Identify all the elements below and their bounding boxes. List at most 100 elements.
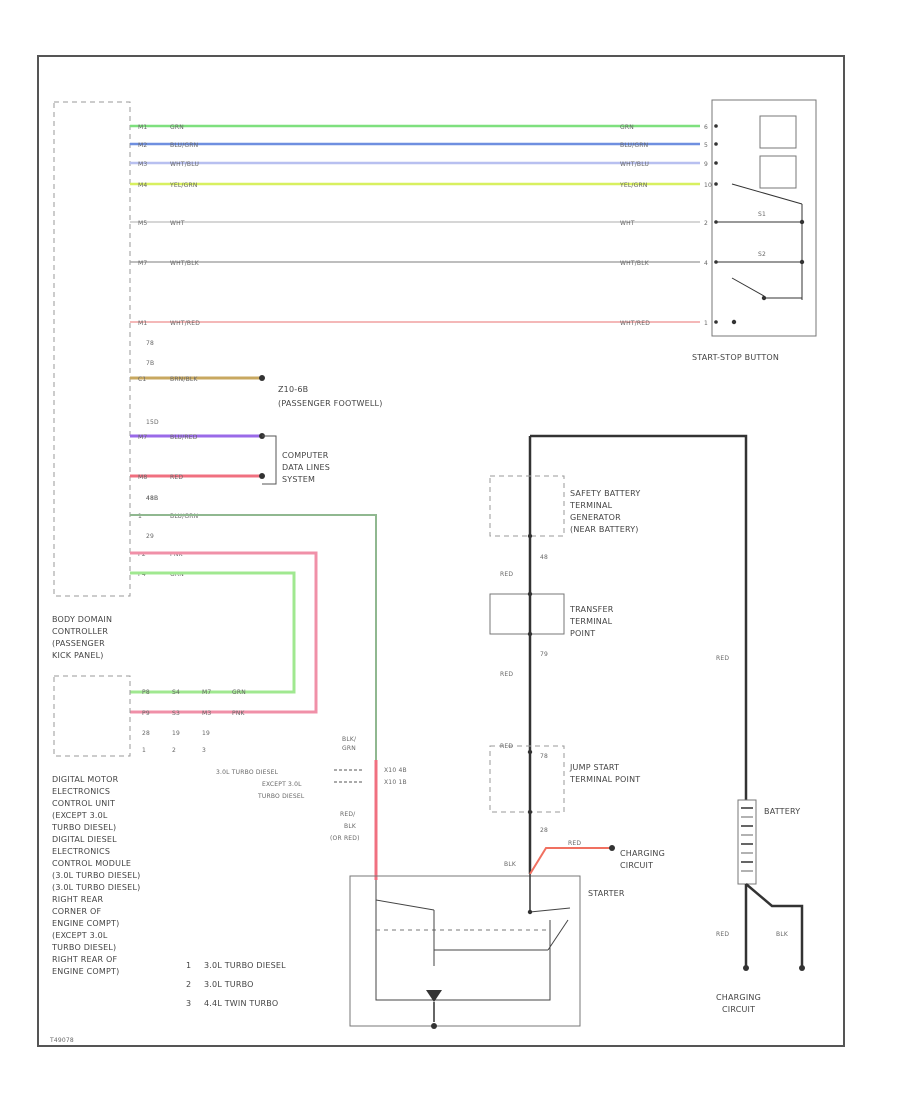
connector-number: 78 [146,340,154,347]
wire-color-left: WHT/BLK [170,260,200,267]
dme-label-line: ELECTRONICS [52,787,110,796]
red-blk-label-2: BLK [344,823,357,830]
switch-blade [731,277,765,297]
wire-terminal-dot [714,182,718,186]
charging-label-1: CHARGING [620,849,665,858]
starter-terminal-dot [527,909,533,915]
data-lines-bracket [262,435,277,485]
charging-bottom-1: CHARGING [716,993,761,1002]
x10-label-b: X10 1B [384,779,407,786]
dme-pin-label: 19 [202,730,210,737]
dme-pin-label: S4 [172,689,180,696]
branch-terminal-dot [259,375,265,381]
starter-box [349,875,581,1027]
turbo-diesel-label: 3.0L TURBO DIESEL [216,769,279,776]
except-label-2: TURBO DIESEL [257,793,305,800]
legend-number: 1 [186,961,191,970]
branch-connector: 15D [146,419,159,426]
dme-label-line: DIGITAL DIESEL [52,835,117,844]
red-wire-label: RED [500,571,513,578]
wire-terminal-dot [714,260,718,264]
wire-terminal-dot [714,220,718,224]
branch-color: BLU/GRN [170,513,198,520]
dme-label-line: ENGINE COMPT) [52,919,119,928]
jump-terminal-dot [527,809,533,815]
branch-color: RED [170,474,183,481]
start-stop-button-label: START-STOP BUTTON [692,353,779,362]
starter-contact [529,907,571,913]
red-wire-label: RED [500,743,513,750]
wire-pin-left: M7 [138,260,147,267]
legend-number: 2 [186,980,191,989]
computer-label-3: SYSTEM [282,475,315,484]
wire-pin-left: M2 [138,142,147,149]
legend-text: 4.4L TWIN TURBO [204,999,278,1008]
dme-module [53,675,131,757]
dme-pin-label: P9 [142,710,150,717]
dme-label-line: TURBO DIESEL) [51,943,116,952]
dme-label-line: ELECTRONICS [52,847,110,856]
wire-pin-left: M1 [138,320,147,327]
transfer-label-3: POINT [570,629,595,638]
charging-terminal-dot [609,845,615,851]
wire-color-right: YEL/GRN [619,182,648,189]
wire-color-right: WHT/BLK [620,260,650,267]
blk-grn-label-2: GRN [342,745,356,752]
battery-label: BATTERY [764,807,800,816]
dme-pin-label: 3 [202,747,206,754]
x10-label-a: X10 4B [384,767,407,774]
red-blk-label-3: (OR RED) [330,835,360,842]
dme-label-line: (EXCEPT 3.0L [52,811,108,820]
wire-terminal-dot [714,124,718,128]
battery-positive-cable [530,434,748,800]
start-stop-button-box [711,99,817,337]
ground-code: Z10-6B [278,385,308,394]
branch-connector: 7B [146,360,154,367]
safety-label-3: GENERATOR [570,513,621,522]
wire-color-left: GRN [170,124,184,131]
wire-pin-right: 2 [704,220,708,227]
wire-terminal-dot [714,320,718,324]
red-wire-label: RED [568,840,581,847]
blu-grn-wire-route [130,514,377,880]
dme-pin-label: 1 [142,747,146,754]
blk-wire-label: BLK [776,931,789,938]
computer-label-1: COMPUTER [282,451,329,460]
battery-ground-cable [745,883,804,966]
branch-connector: 48B [146,495,158,502]
starter-label: STARTER [588,889,625,898]
cable-number-78: 78 [540,753,548,760]
branch-pin: M7 [138,434,147,441]
wire-pin-left: M3 [138,161,147,168]
grn-wire-route [130,571,296,694]
wire-pin-right: 9 [704,161,708,168]
ground-dot [431,1023,437,1029]
wire-terminal-dot [714,142,718,146]
red-wire-label: RED [500,671,513,678]
dme-label-line: (3.0L TURBO DIESEL) [52,883,140,892]
dme-label-line: CONTROL MODULE [52,859,131,868]
bdc-label-4: KICK PANEL) [52,651,104,660]
safety-label-4: (NEAR BATTERY) [570,525,639,534]
dme-label-line: RIGHT REAR [52,895,103,904]
wire-color-left: WHT [170,220,185,227]
battery-cells [741,807,753,872]
switch-link [731,183,803,205]
connector-number: 48B [146,495,158,502]
branch-pin: M8 [138,474,147,481]
cable-number-28: 28 [540,827,548,834]
charging-red-wire [529,847,612,875]
wire-pin-left: M1 [138,124,147,131]
wire-color-right: WHT/BLU [620,161,649,168]
dme-label-line: DIGITAL MOTOR [52,775,119,784]
dme-label-line: (EXCEPT 3.0L [52,931,108,940]
wire-color-left: BLU/GRN [170,142,198,149]
switch-node-dot [799,259,805,265]
switch-contact-dot [761,295,767,301]
starter-circuit [375,880,551,1001]
dme-label-line: (3.0L TURBO DIESEL) [52,871,140,880]
